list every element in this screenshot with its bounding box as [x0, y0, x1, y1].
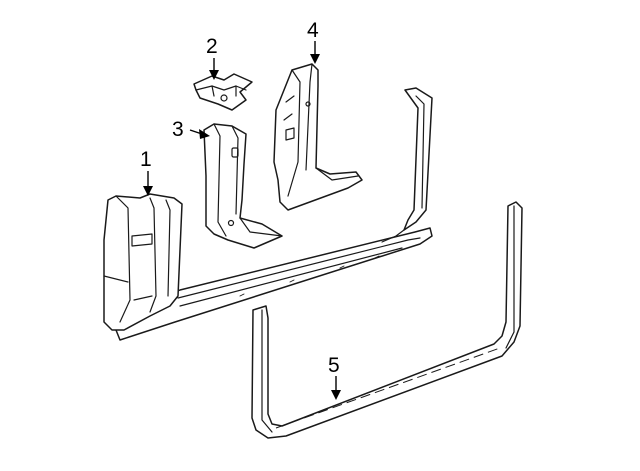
arrowhead-4 [310, 54, 320, 64]
arrowhead-5 [331, 390, 341, 400]
leader-lines [143, 41, 341, 400]
callout-4: 4 [307, 19, 319, 42]
arrowhead-1 [143, 186, 153, 196]
part-5-weatherstrip [251, 201, 523, 439]
part-1-rocker-panel [103, 87, 433, 341]
arrowhead-3 [199, 129, 210, 139]
arrowhead-2 [209, 70, 219, 80]
part-2-bracket [193, 73, 253, 111]
part-4-pillar-upper [273, 63, 363, 211]
part-3-pillar-lower [203, 123, 283, 249]
callout-1: 1 [140, 148, 152, 171]
callout-3: 3 [172, 118, 184, 141]
callout-5: 5 [328, 354, 340, 377]
callout-2: 2 [206, 35, 218, 58]
callouts: 1 2 3 4 5 [140, 19, 340, 377]
